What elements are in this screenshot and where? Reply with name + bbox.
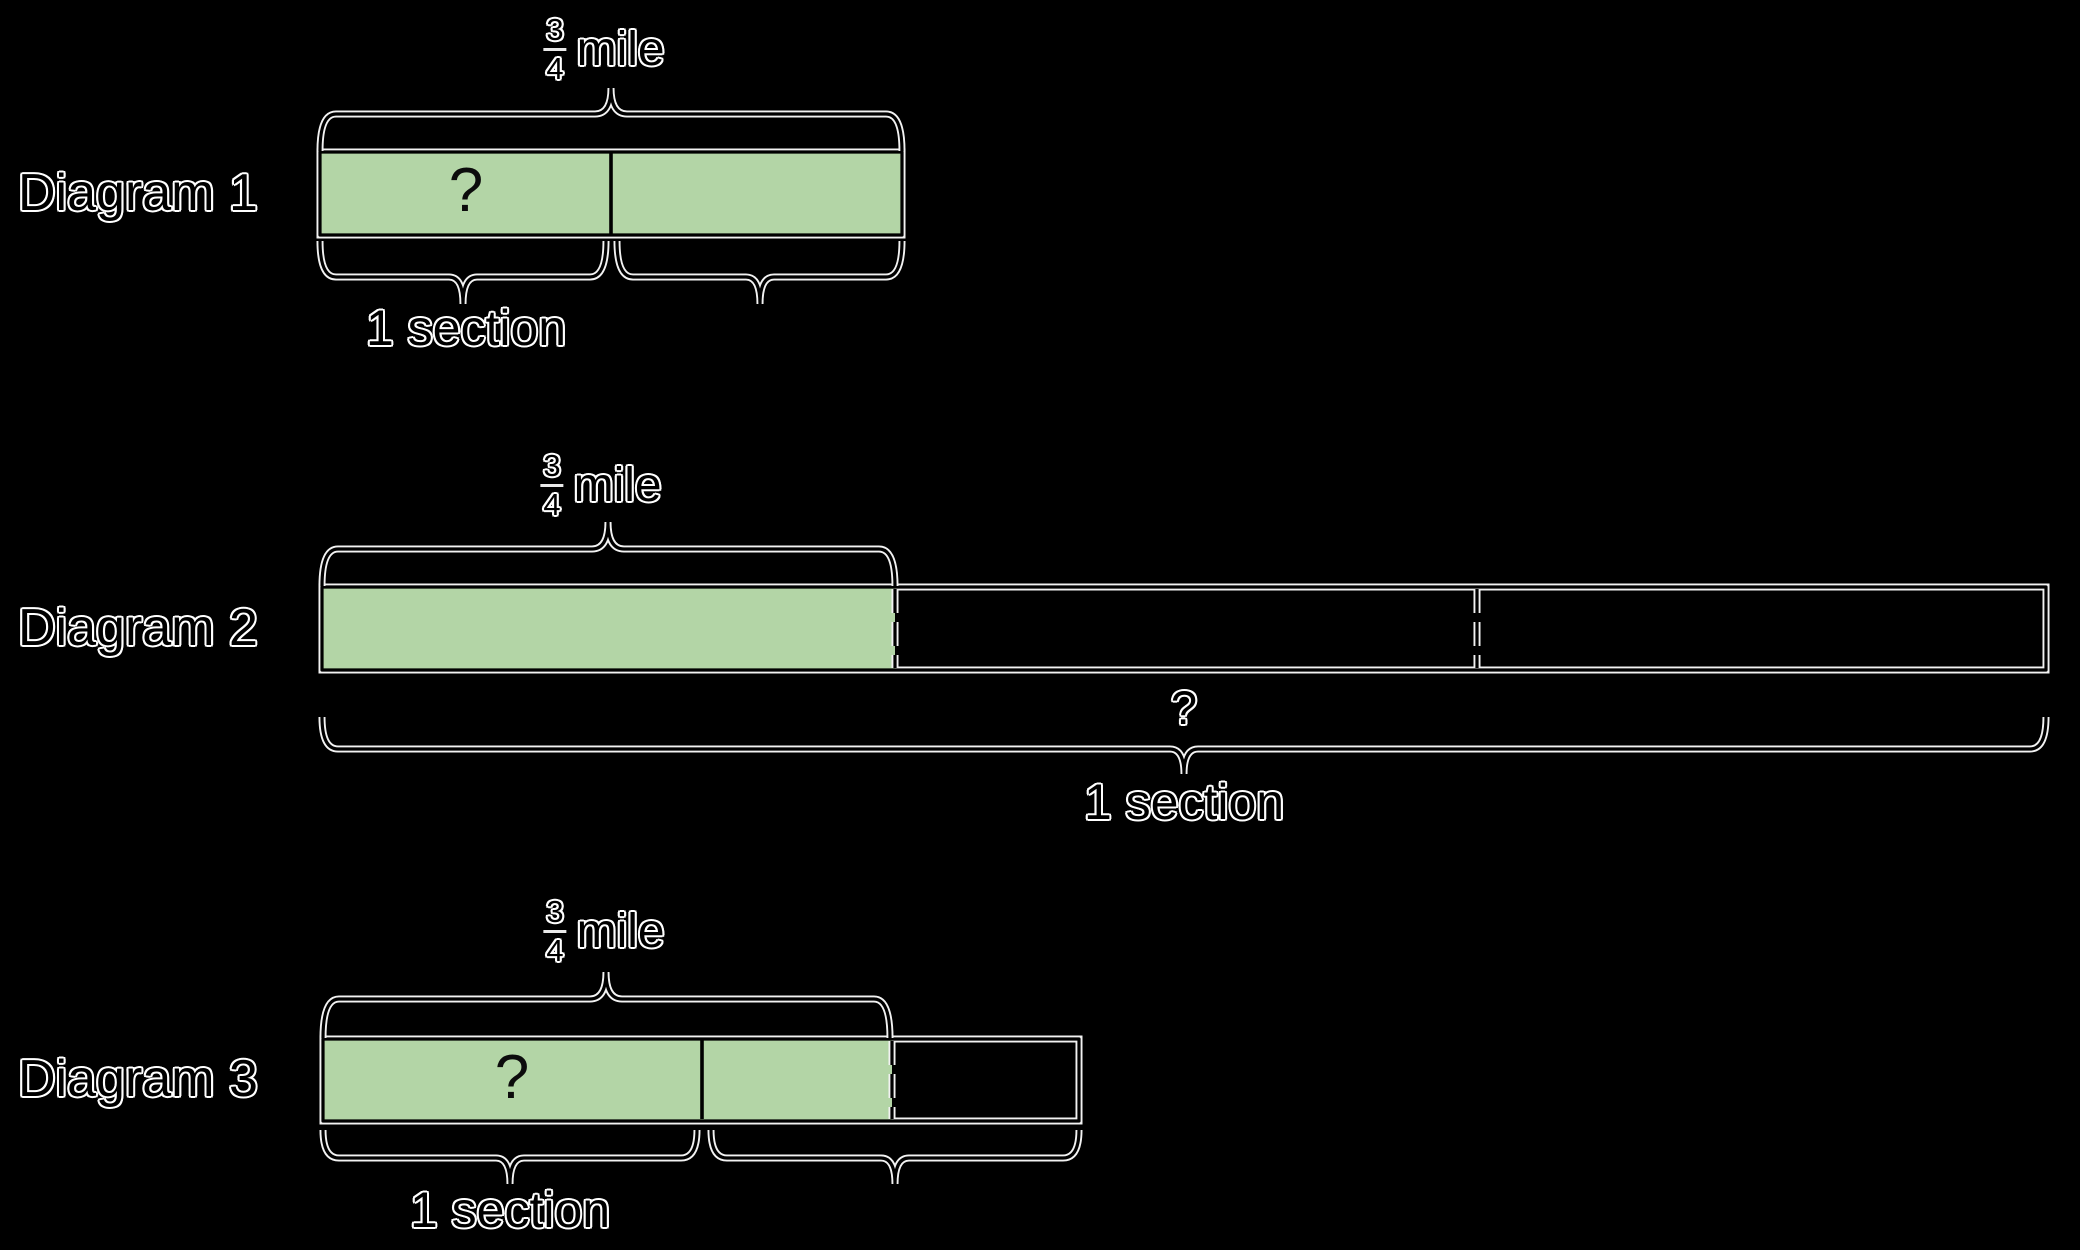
fraction-numerator: 3 [540,450,564,487]
fraction-numerator: 3 [543,14,567,51]
diagram-2-section-label: 1 section [1083,774,1285,830]
diagram-2-top-brace [318,520,899,587]
diagram-3-top-brace [319,970,894,1039]
diagram-1-section-label: 1 section [365,300,567,356]
diagram-1-question-mark: ? [448,156,484,225]
fraction-denominator: 4 [543,486,561,522]
mile-unit-label: mile [576,22,665,76]
diagram-2-bottom-brace [318,716,2050,776]
diagram-3-question-mark: ? [494,1043,530,1112]
diagram-2-green-fill [322,587,895,670]
diagram-3-section-label: 1 section [409,1182,611,1238]
diagram-3-label: Diagram 3 [18,1050,258,1108]
diagram-3-bar-border [321,1037,1081,1123]
diagram-1-top-brace [316,86,906,152]
diagram-3-bar [319,1035,1083,1125]
diagram-2-bar [318,583,2050,674]
diagram-1-bar [316,148,906,239]
diagram-2-bar-border [320,585,2048,672]
diagram-1-bar-border [318,150,904,237]
diagram-1-bottom-left-brace [316,240,610,306]
diagram-2-label: Diagram 2 [18,599,258,657]
mile-unit-label: mile [576,904,665,958]
fraction-denominator: 4 [546,932,564,968]
diagram-3-bottom-right-brace [707,1129,1083,1186]
diagram-3-bottom-left-brace [319,1129,701,1186]
diagram-3-green-fill [323,1039,892,1121]
mile-unit-label: mile [573,458,662,512]
fraction-denominator: 4 [546,50,564,86]
diagram-2-question-mark: ? [1170,681,1198,734]
diagram-1-bottom-right-brace [613,240,906,306]
fraction-numerator: 3 [543,896,567,933]
diagram-1-label: Diagram 1 [18,164,258,222]
